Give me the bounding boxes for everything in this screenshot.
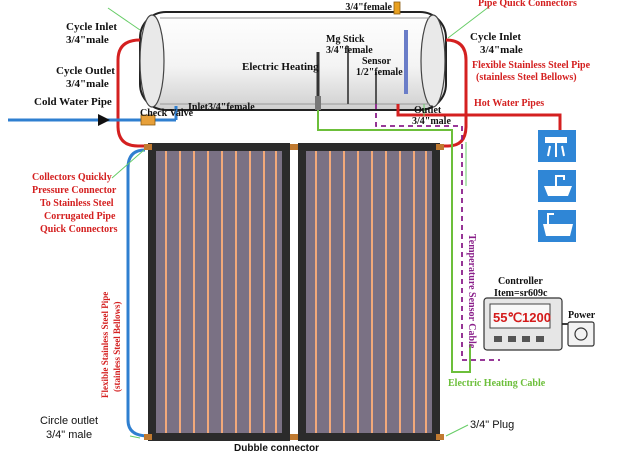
electric-heating-cable — [317, 110, 471, 373]
top-vent-fitting — [393, 1, 401, 15]
label-temp-sensor-cable: Temperature Sensor Cable — [466, 234, 477, 349]
water-tank — [139, 11, 447, 111]
label-controller: Controller — [498, 276, 543, 287]
collector-panel-left — [148, 143, 290, 441]
label-electric-heating: Electric Heating — [242, 61, 319, 73]
label-hot-water-pipes: Hot Water Pipes — [474, 98, 544, 109]
panel-connectors — [144, 144, 444, 440]
check-valve — [140, 114, 156, 126]
label-pipe-quick-connectors: Pipe Quick Connectors — [478, 0, 577, 9]
label-mg-stick: Mg Stick — [326, 34, 365, 45]
kitchen-sink-icon — [538, 170, 576, 202]
shower-icon — [538, 130, 576, 162]
label-outlet-size: 3/4"male — [412, 116, 451, 127]
label-circle-outlet: Circle outlet — [40, 415, 98, 427]
label-check-valve: Check Valve — [140, 108, 194, 119]
electric-heater-rod — [315, 52, 321, 110]
controller-display-readout: 55℃1200 — [493, 310, 551, 325]
label-outlet: Outlet — [414, 105, 442, 116]
label-cold-water-pipe: Cold Water Pipe — [34, 96, 112, 108]
label-top-female: 3/4"female — [345, 2, 392, 13]
label-collectors-line5: Quick Connectors — [40, 224, 118, 235]
label-dubble-connector: Dubble connector — [234, 443, 319, 454]
label-cycle-inlet-left-size: 3/4"male — [66, 34, 109, 46]
hot-water-loop — [116, 38, 562, 148]
label-collectors-line3: To Stainless Steel — [40, 198, 114, 209]
controller-unit — [483, 297, 563, 351]
label-controller-item: Item=sr609c — [494, 288, 548, 299]
label-cycle-inlet-left: Cycle Inlet — [66, 21, 117, 33]
cold-water-arrow — [98, 114, 110, 126]
label-electric-heating-cable: Electric Heating Cable — [448, 378, 546, 389]
label-collectors-line2: Pressure Connector — [32, 185, 117, 196]
label-plug: 3/4" Plug — [470, 419, 514, 431]
label-circle-outlet-size: 3/4" male — [46, 429, 92, 441]
pointer-lines — [107, 5, 491, 439]
label-mg-stick-size: 3/4"female — [326, 45, 373, 56]
label-collectors-line1: Collectors Quickly — [32, 172, 112, 183]
bathtub-icon — [538, 210, 576, 242]
label-cycle-outlet-left-size: 3/4"male — [66, 78, 109, 90]
label-inlet-female: Inlet3/4"female — [188, 102, 255, 113]
label-flex-pipe-left: Flexible Stainless Steel Pipe — [100, 292, 110, 398]
label-cycle-inlet-right-size: 3/4"male — [480, 44, 523, 56]
label-flex-pipe-right: Flexible Stainless Steel Pipe — [472, 60, 591, 71]
label-flex-pipe-left-sub: (stainless Steel Bellows) — [112, 302, 122, 393]
label-flex-pipe-right-sub: (stainless Steel Bellows) — [476, 72, 577, 83]
label-cycle-outlet-left: Cycle Outlet — [56, 65, 115, 77]
label-cycle-inlet-right: Cycle Inlet — [470, 31, 521, 43]
temperature-sensor-cable — [375, 104, 500, 361]
label-sensor-size: 1/2"female — [356, 67, 403, 78]
label-sensor: Sensor — [362, 56, 391, 67]
label-collectors-line4: Corrugated Pipe — [44, 211, 116, 222]
collector-panel-right — [298, 143, 440, 441]
label-power: Power — [568, 310, 596, 321]
power-socket — [567, 321, 595, 347]
